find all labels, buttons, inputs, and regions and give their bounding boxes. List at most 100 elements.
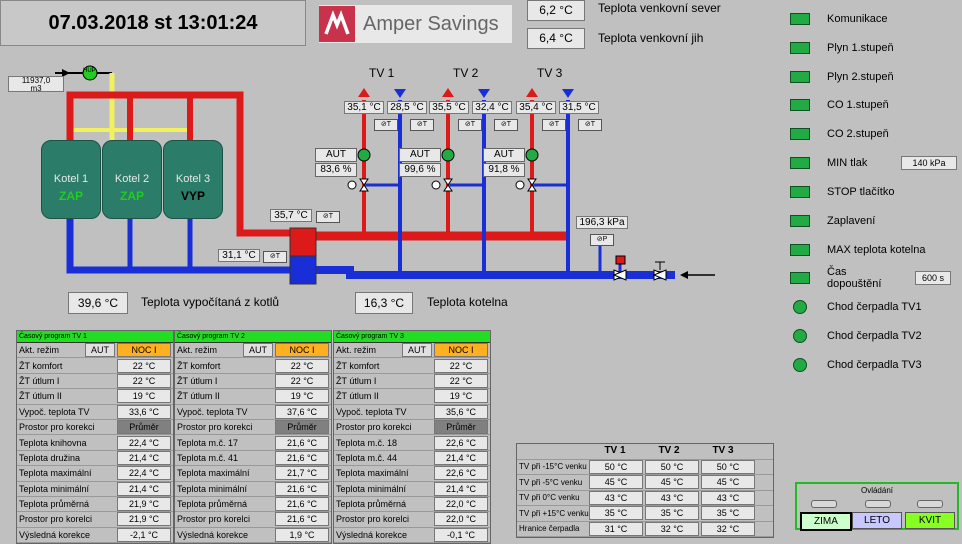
- kvit-indicator-icon: [917, 500, 943, 508]
- cell[interactable]: 45 °C: [645, 475, 699, 490]
- mode-value[interactable]: NOC I: [117, 343, 171, 358]
- mode-aut-button[interactable]: AUT: [402, 343, 432, 358]
- logo-text: Amper Savings: [363, 12, 499, 35]
- row-value: -0,1 °C: [434, 527, 488, 542]
- status-komunikace: Komunikace: [790, 9, 888, 29]
- row-value[interactable]: 19 °C: [275, 389, 329, 404]
- status-label: Plyn 2.stupeň: [827, 71, 894, 83]
- row-label: TV při -15°C venku: [519, 462, 587, 472]
- status-led-icon: [790, 186, 810, 198]
- row-label: Prostor pro korekci: [177, 422, 253, 433]
- correction-mode-button[interactable]: Průměr: [117, 420, 171, 435]
- row-value: 22,0 °C: [434, 497, 488, 512]
- cell[interactable]: 43 °C: [645, 490, 699, 505]
- cell[interactable]: 31 °C: [589, 521, 643, 536]
- boiler-2[interactable]: Kotel 2 ZAP: [102, 140, 162, 219]
- circuit-1-valve-position: 83,6 %: [315, 163, 357, 177]
- boiler-1[interactable]: Kotel 1 ZAP: [41, 140, 101, 219]
- outdoor-south-label: Teplota venkovní jih: [598, 31, 704, 45]
- status-pump-tv1: Chod čerpadla TV1: [790, 297, 922, 317]
- row-value: 21,4 °C: [434, 481, 488, 496]
- circuit-1-mode-button[interactable]: AUT: [315, 148, 357, 162]
- cell[interactable]: 43 °C: [589, 490, 643, 505]
- company-logo: Amper Savings: [319, 5, 512, 43]
- mode-value[interactable]: NOC I: [434, 343, 488, 358]
- status-led-icon: [790, 13, 810, 25]
- row-value[interactable]: 22 °C: [117, 373, 171, 388]
- row-label: Teplota m.č. 41: [177, 452, 239, 463]
- outdoor-south-value: 6,4 °C: [527, 28, 585, 49]
- correction-mode-button[interactable]: Průměr: [275, 420, 329, 435]
- row-label: Prostor pro korelci: [177, 514, 251, 525]
- boiler-1-name: Kotel 1: [53, 173, 89, 185]
- leto-button[interactable]: LETO: [852, 512, 902, 529]
- program-row: Teplota knihovna 22,4 °C: [17, 435, 173, 451]
- row-value[interactable]: 22 °C: [117, 358, 171, 373]
- row-value[interactable]: 22 °C: [434, 373, 488, 388]
- zima-button[interactable]: ZIMA: [800, 512, 852, 531]
- mode-aut-button[interactable]: AUT: [243, 343, 273, 358]
- status-led-icon: [793, 358, 807, 372]
- cell[interactable]: 35 °C: [589, 506, 643, 521]
- row-label: Výsledná korekce: [336, 529, 408, 540]
- row-value[interactable]: 22 °C: [275, 358, 329, 373]
- status-co-1: CO 1.stupeň: [790, 95, 889, 115]
- circuit-2-supply-temp: 35,5 °C: [429, 101, 469, 114]
- cell[interactable]: 50 °C: [645, 459, 699, 474]
- row-value: 22,4 °C: [117, 435, 171, 450]
- cell[interactable]: 32 °C: [701, 521, 755, 536]
- return-pipes: [66, 100, 675, 279]
- cell[interactable]: 35 °C: [701, 506, 755, 521]
- correction-mode-button[interactable]: Průměr: [434, 420, 488, 435]
- cell[interactable]: 50 °C: [701, 459, 755, 474]
- cell[interactable]: 32 °C: [645, 521, 699, 536]
- row-label: Teplota průměrná: [336, 499, 407, 510]
- status-plyn-1: Plyn 1.stupeň: [790, 38, 894, 58]
- control-title: Ovládání: [860, 486, 894, 495]
- row-value[interactable]: 22 °C: [434, 358, 488, 373]
- status-led-icon: [790, 71, 810, 83]
- cell[interactable]: 45 °C: [701, 475, 755, 490]
- cell[interactable]: 35 °C: [645, 506, 699, 521]
- mode-value[interactable]: NOC I: [275, 343, 329, 358]
- row-label: Prostor pro korelci: [336, 514, 410, 525]
- row-label: Teplota družina: [19, 452, 81, 463]
- program-row: ŽT komfort 22 °C: [334, 358, 490, 374]
- row-label: ŽT komfort: [336, 360, 380, 371]
- kvit-button[interactable]: KVIT: [905, 512, 955, 529]
- zima-indicator-icon: [811, 500, 837, 508]
- row-value: 21,9 °C: [117, 512, 171, 527]
- header-sensor-icon: ⊘T: [316, 211, 340, 223]
- row-label: Teplota knihovna: [19, 437, 87, 448]
- calc-boiler-temp-label: Teplota vypočítaná z kotlů: [141, 295, 280, 309]
- status-label: Komunikace: [827, 13, 888, 25]
- cell[interactable]: 43 °C: [701, 490, 755, 505]
- cell[interactable]: 50 °C: [589, 459, 643, 474]
- circuit-2-return-sensor-icon: ⊘T: [494, 119, 518, 131]
- row-value[interactable]: 19 °C: [434, 389, 488, 404]
- row-value: 22,4 °C: [117, 466, 171, 481]
- status-label: Čas dopouštění: [827, 266, 882, 290]
- cell[interactable]: 45 °C: [589, 475, 643, 490]
- row-value[interactable]: 19 °C: [117, 389, 171, 404]
- circuit-3-mode-button[interactable]: AUT: [483, 148, 525, 162]
- row-value[interactable]: 22 °C: [275, 373, 329, 388]
- mode-aut-button[interactable]: AUT: [85, 343, 115, 358]
- row-label: Teplota maximální: [19, 468, 92, 479]
- row-value: 37,6 °C: [275, 404, 329, 419]
- circuit-2-mode-button[interactable]: AUT: [399, 148, 441, 162]
- row-value: 21,6 °C: [275, 481, 329, 496]
- boiler-3[interactable]: Kotel 3 VYP: [163, 140, 223, 219]
